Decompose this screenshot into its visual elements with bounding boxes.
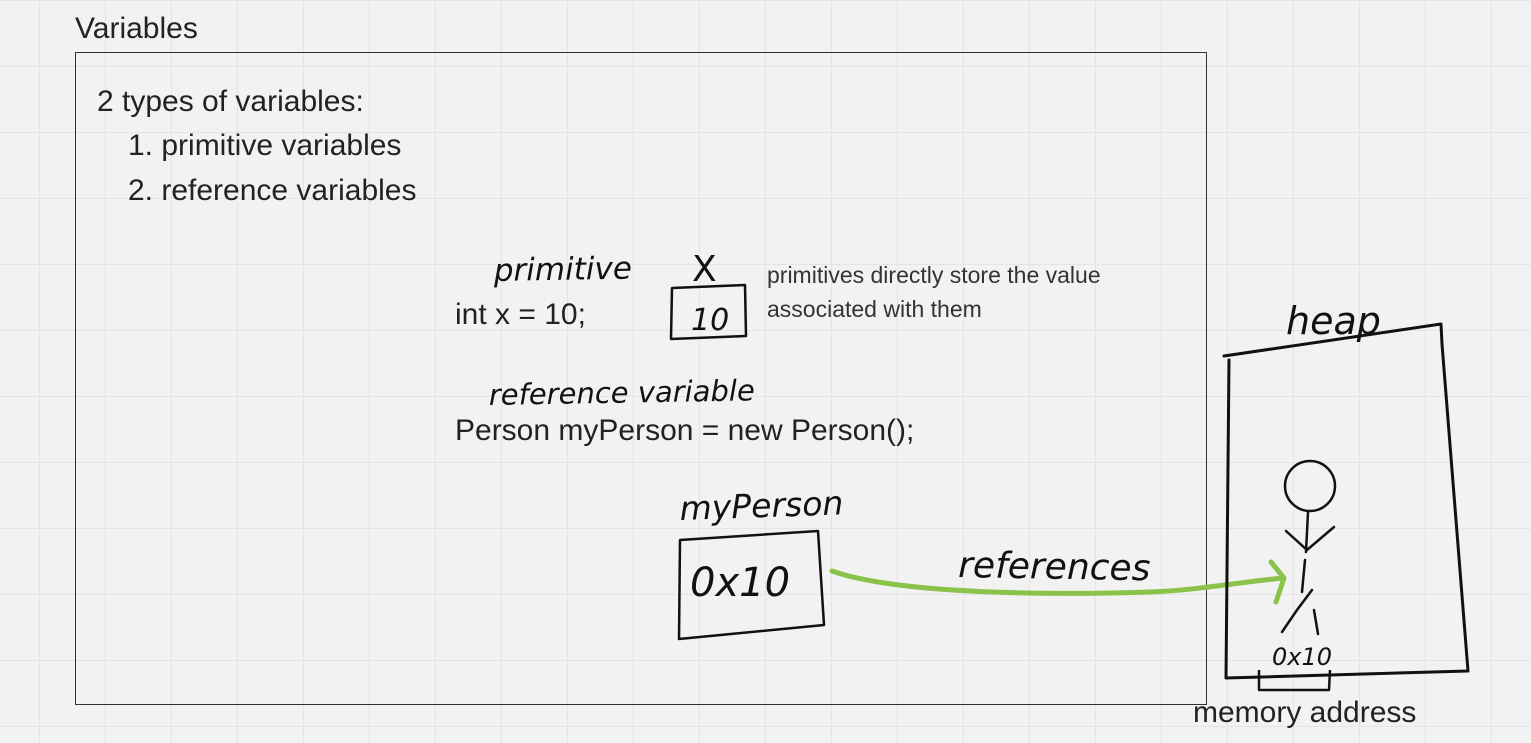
reference-handwritten-label: reference variable bbox=[489, 373, 756, 412]
heap-address-value: 0x10 bbox=[1272, 643, 1332, 671]
ref-var-name: myPerson bbox=[679, 483, 844, 528]
frame-title[interactable]: Variables bbox=[75, 12, 198, 45]
primitive-handwritten-label: primitive bbox=[493, 251, 633, 289]
primitive-note-line1: primitives directly store the value bbox=[767, 262, 1101, 288]
person-object-figure bbox=[1280, 459, 1337, 636]
address-bracket bbox=[1257, 669, 1332, 692]
var-x-name: X bbox=[692, 249, 717, 290]
references-arrow bbox=[829, 568, 1286, 596]
reference-value-box bbox=[677, 529, 826, 641]
primitive-code: int x = 10; bbox=[455, 298, 586, 331]
list-item-reference: 2. reference variables bbox=[128, 174, 417, 207]
variables-frame[interactable] bbox=[75, 52, 1207, 705]
primitive-value-box bbox=[669, 283, 748, 341]
arrow-label: references bbox=[958, 545, 1151, 589]
memory-address-label: memory address bbox=[1193, 696, 1417, 729]
heading-text: 2 types of variables: bbox=[97, 85, 364, 118]
reference-box-value: 0x10 bbox=[690, 560, 790, 606]
list-item-primitive: 1. primitive variables bbox=[128, 129, 402, 162]
primitive-note-line2: associated with them bbox=[767, 296, 982, 322]
reference-code: Person myPerson = new Person(); bbox=[455, 414, 915, 447]
primitive-box-value: 10 bbox=[691, 303, 729, 338]
references-arrowhead bbox=[1268, 559, 1287, 605]
heap-outline bbox=[1222, 322, 1470, 680]
